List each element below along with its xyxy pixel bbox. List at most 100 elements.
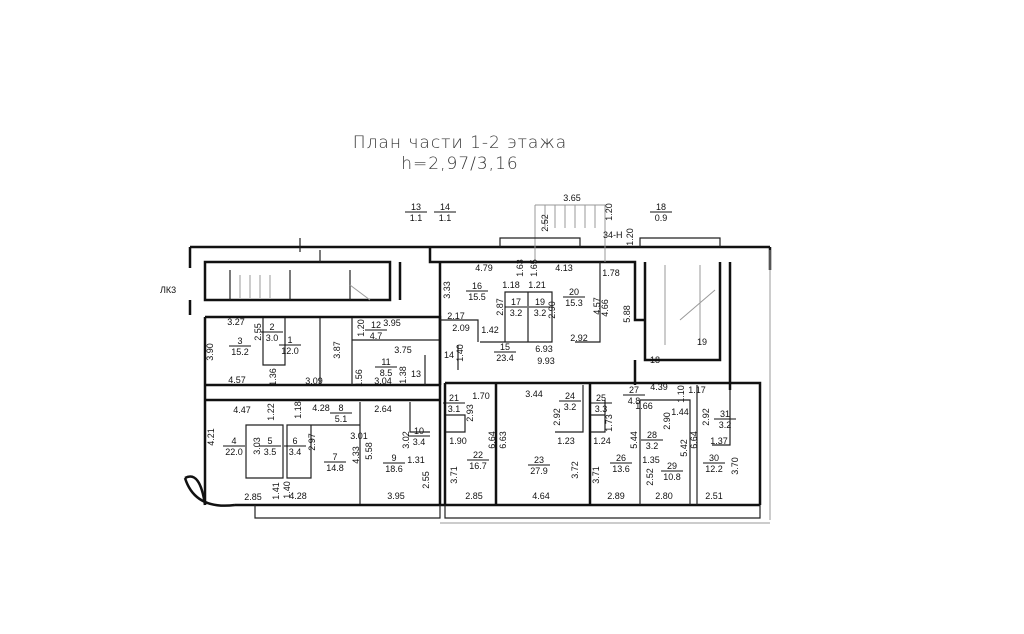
dimension-label: 2.85 bbox=[465, 491, 483, 501]
dimension-label: 1.20 bbox=[604, 203, 614, 221]
dimension-label: 4.66 bbox=[600, 299, 610, 317]
plan-title-line1: План части 1-2 этажа bbox=[352, 133, 568, 153]
dimension-label: 1.66 bbox=[635, 401, 653, 411]
dimension-label: 6.64 bbox=[487, 431, 497, 449]
room-area: 12.2 bbox=[705, 464, 723, 474]
room-number: 21 bbox=[449, 393, 459, 403]
dimension-label: 3.71 bbox=[591, 466, 601, 484]
dimension-label: 4.21 bbox=[206, 428, 216, 446]
room-number: 10 bbox=[414, 426, 424, 436]
room-area: 27.9 bbox=[530, 466, 548, 476]
room-area: 5.1 bbox=[335, 414, 348, 424]
dimension-label: 2.97 bbox=[307, 433, 317, 451]
room-area: 3.3 bbox=[595, 404, 608, 414]
dimension-label: 6.93 bbox=[535, 344, 553, 354]
dimension-label: 1.18 bbox=[502, 280, 520, 290]
room-number-plain: 18 bbox=[650, 355, 660, 365]
dimension-label: 2.52 bbox=[540, 214, 550, 232]
room-area: 3.0 bbox=[266, 333, 279, 343]
room-area: 3.1 bbox=[448, 404, 461, 414]
room-number-plain: 19 bbox=[697, 337, 707, 347]
room-area: 12.0 bbox=[281, 346, 299, 356]
room-number: 23 bbox=[534, 455, 544, 465]
room-area: 4.8 bbox=[628, 396, 641, 406]
room-number: 7 bbox=[332, 452, 337, 462]
dimension-label: 4.79 bbox=[475, 263, 493, 273]
room-area: 14.8 bbox=[326, 463, 344, 473]
room-number: 29 bbox=[667, 461, 677, 471]
dimension-label: 2.92 bbox=[701, 408, 711, 426]
dimension-label: 2.51 bbox=[705, 491, 723, 501]
dimension-label: 2.85 bbox=[244, 492, 262, 502]
dimension-label: 1.21 bbox=[528, 280, 546, 290]
room-area: 23.4 bbox=[496, 353, 514, 363]
room-number: 28 bbox=[647, 430, 657, 440]
dimension-label: 5.58 bbox=[364, 442, 374, 460]
dimension-label: 5.44 bbox=[629, 431, 639, 449]
dimension-label: 2.17 bbox=[447, 311, 465, 321]
room-number: 15 bbox=[500, 342, 510, 352]
dimension-label: 3.95 bbox=[383, 318, 401, 328]
room-number: 22 bbox=[473, 450, 483, 460]
room-area: 3.2 bbox=[646, 441, 659, 451]
dimension-label: 1.41 bbox=[271, 482, 281, 500]
room-area: 3.2 bbox=[510, 308, 523, 318]
dimension-label: 1.78 bbox=[602, 268, 620, 278]
room-number: 2 bbox=[269, 322, 274, 332]
dimension-label: 2.92 bbox=[570, 333, 588, 343]
dimension-label: 2.92 bbox=[552, 408, 562, 426]
room-area: 13.6 bbox=[612, 464, 630, 474]
room-number: 4 bbox=[231, 436, 236, 446]
dimension-label: 3.95 bbox=[387, 491, 405, 501]
room-number: 19 bbox=[535, 297, 545, 307]
dimension-label: 1.56 bbox=[354, 369, 364, 387]
dimension-label: 1.63 bbox=[515, 259, 525, 277]
dimension-label: 1.90 bbox=[449, 436, 467, 446]
dimension-label: 3.33 bbox=[442, 281, 452, 299]
plan-title: План части 1-2 этажа h=2,97/3,16 bbox=[300, 133, 620, 175]
dimension-label: 1.18 bbox=[293, 401, 303, 419]
dimension-label: 3.71 bbox=[449, 466, 459, 484]
dimension-label: 1.40 bbox=[455, 344, 465, 362]
dimension-label: 1.44 bbox=[671, 407, 689, 417]
dimension-label: 3.44 bbox=[525, 389, 543, 399]
dimension-label: 4.28 bbox=[312, 403, 330, 413]
room-area: 15.5 bbox=[468, 292, 486, 302]
room-number: 20 bbox=[569, 287, 579, 297]
dimension-label: 6.64 bbox=[689, 431, 699, 449]
room-area: 3.2 bbox=[719, 420, 732, 430]
room-number-plain: 14 bbox=[444, 350, 454, 360]
room-number: 13 bbox=[411, 202, 421, 212]
dimension-label: 9.93 bbox=[537, 356, 555, 366]
dimension-label: 1.17 bbox=[688, 385, 706, 395]
room-number-plain: 13 bbox=[411, 369, 421, 379]
dimension-label: 1.10 bbox=[676, 385, 686, 403]
dimension-label: 1.31 bbox=[407, 455, 425, 465]
room-number: 8 bbox=[338, 403, 343, 413]
dimension-label: 4.64 bbox=[532, 491, 550, 501]
room-area: 4.7 bbox=[370, 331, 383, 341]
dimension-label: 3.65 bbox=[563, 193, 581, 203]
dimension-label: 2.64 bbox=[374, 404, 392, 414]
dimension-label: 4.57 bbox=[228, 375, 246, 385]
room-area: 8.5 bbox=[380, 368, 393, 378]
room-number: 27 bbox=[629, 385, 639, 395]
dimension-label: 1.40 bbox=[282, 481, 292, 499]
dimension-label: 3.27 bbox=[227, 317, 245, 327]
room-number: 18 bbox=[656, 202, 666, 212]
room-area: 3.2 bbox=[564, 402, 577, 412]
room-area: 22.0 bbox=[225, 447, 243, 457]
room-area: 0.9 bbox=[655, 213, 668, 223]
dimension-label: 1.35 bbox=[642, 455, 660, 465]
dimension-label: 2.09 bbox=[452, 323, 470, 333]
room-number: 16 bbox=[472, 281, 482, 291]
dimension-label: 1.37 bbox=[710, 436, 728, 446]
room-area: 3.5 bbox=[264, 447, 277, 457]
room-number: 5 bbox=[267, 436, 272, 446]
dimension-label: 2.55 bbox=[253, 323, 263, 341]
dimension-label: 2.89 bbox=[607, 491, 625, 501]
stair-mark-label: 34-Н bbox=[603, 230, 623, 240]
dimension-label: 2.55 bbox=[421, 471, 431, 489]
dimension-label: 1.73 bbox=[604, 414, 614, 432]
